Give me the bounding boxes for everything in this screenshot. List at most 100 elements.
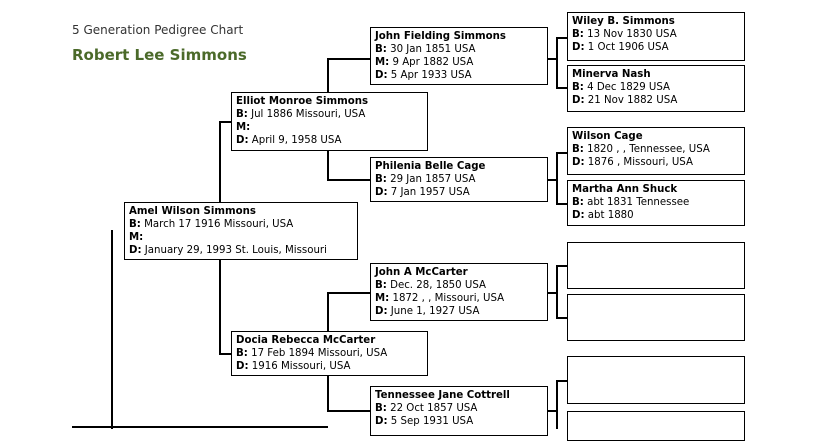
born-label: B: xyxy=(572,82,584,93)
born-label: B: xyxy=(375,280,387,291)
person-name: Philenia Belle Cage xyxy=(375,161,486,172)
married-label: M: xyxy=(375,57,390,68)
connector-line xyxy=(219,121,231,123)
died-value: abt 1880 xyxy=(587,210,634,221)
chart-title: Robert Lee Simmons xyxy=(72,46,247,64)
connector-line xyxy=(556,317,567,319)
person-box-wiley[interactable]: Wiley B. Simmons B: 13 Nov 1830 USA D: 1… xyxy=(567,12,745,61)
person-name: Wiley B. Simmons xyxy=(572,16,675,27)
born-label: B: xyxy=(375,403,387,414)
born-label: B: xyxy=(375,44,387,55)
married-label: M: xyxy=(129,232,144,243)
died-value: 7 Jan 1957 USA xyxy=(390,187,470,198)
person-name: Wilson Cage xyxy=(572,131,643,142)
person-box-john-fielding[interactable]: John Fielding Simmons B: 30 Jan 1851 USA… xyxy=(370,27,548,85)
connector-line xyxy=(548,179,556,181)
person-name: Amel Wilson Simmons xyxy=(129,206,256,217)
connector-line xyxy=(327,151,329,179)
died-label: D: xyxy=(375,70,388,81)
died-label: D: xyxy=(572,157,585,168)
connector-line xyxy=(72,426,328,428)
died-value: 5 Apr 1933 USA xyxy=(390,70,472,81)
connector-line xyxy=(327,292,370,294)
born-value: Dec. 28, 1850 USA xyxy=(390,280,486,291)
connector-line xyxy=(219,121,221,205)
died-label: D: xyxy=(236,135,249,146)
died-label: D: xyxy=(572,95,585,106)
connector-line xyxy=(327,376,329,410)
connector-line xyxy=(556,152,558,203)
born-value: 22 Oct 1857 USA xyxy=(390,403,478,414)
born-value: 13 Nov 1830 USA xyxy=(587,29,677,40)
died-value: June 1, 1927 USA xyxy=(390,306,480,317)
person-box-philenia[interactable]: Philenia Belle Cage B: 29 Jan 1857 USA D… xyxy=(370,157,548,202)
connector-line xyxy=(111,230,113,429)
connector-line xyxy=(548,292,556,294)
died-label: D: xyxy=(375,306,388,317)
connector-line xyxy=(556,380,558,429)
born-value: 30 Jan 1851 USA xyxy=(390,44,476,55)
person-name: John A McCarter xyxy=(375,267,468,278)
married-value: 9 Apr 1882 USA xyxy=(392,57,474,68)
person-box-empty[interactable] xyxy=(567,411,745,441)
died-value: 1916 Missouri, USA xyxy=(251,361,351,372)
died-value: 1 Oct 1906 USA xyxy=(587,42,669,53)
person-box-amel[interactable]: Amel Wilson Simmons B: March 17 1916 Mis… xyxy=(124,202,358,260)
born-label: B: xyxy=(236,109,248,120)
died-label: D: xyxy=(129,245,142,256)
connector-line xyxy=(556,380,567,382)
connector-line xyxy=(327,58,329,93)
born-value: 1820 , , Tennessee, USA xyxy=(587,144,710,155)
person-box-john-mccarter[interactable]: John A McCarter B: Dec. 28, 1850 USA M: … xyxy=(370,263,548,321)
born-value: Jul 1886 Missouri, USA xyxy=(251,109,366,120)
connector-line xyxy=(548,410,556,412)
died-value: 1876 , Missouri, USA xyxy=(587,157,693,168)
born-label: B: xyxy=(236,348,248,359)
connector-line xyxy=(548,58,556,60)
married-label: M: xyxy=(236,122,251,133)
born-value: 29 Jan 1857 USA xyxy=(390,174,476,185)
connector-line xyxy=(556,87,567,89)
person-box-tennessee[interactable]: Tennessee Jane Cottrell B: 22 Oct 1857 U… xyxy=(370,386,548,436)
person-name: John Fielding Simmons xyxy=(375,31,506,42)
person-name: Elliot Monroe Simmons xyxy=(236,96,369,107)
person-name: Minerva Nash xyxy=(572,69,651,80)
person-name: Tennessee Jane Cottrell xyxy=(375,390,510,401)
born-label: B: xyxy=(572,29,584,40)
person-box-empty[interactable] xyxy=(567,242,745,289)
person-name: Martha Ann Shuck xyxy=(572,184,678,195)
born-label: B: xyxy=(572,144,584,155)
died-label: D: xyxy=(236,361,249,372)
connector-line xyxy=(219,353,231,355)
connector-line xyxy=(327,410,370,412)
born-value: 17 Feb 1894 Missouri, USA xyxy=(251,348,388,359)
person-box-minerva[interactable]: Minerva Nash B: 4 Dec 1829 USA D: 21 Nov… xyxy=(567,65,745,112)
person-box-elliot[interactable]: Elliot Monroe Simmons B: Jul 1886 Missou… xyxy=(231,92,428,151)
died-label: D: xyxy=(572,210,585,221)
person-name: Docia Rebecca McCarter xyxy=(236,335,376,346)
died-value: April 9, 1958 USA xyxy=(251,135,342,146)
born-value: abt 1831 Tennessee xyxy=(587,197,690,208)
person-box-martha[interactable]: Martha Ann Shuck B: abt 1831 Tennessee D… xyxy=(567,180,745,226)
connector-line xyxy=(556,152,567,154)
connector-line xyxy=(556,37,558,87)
died-label: D: xyxy=(375,187,388,198)
chart-subtitle: 5 Generation Pedigree Chart xyxy=(72,23,244,37)
married-label: M: xyxy=(375,293,390,304)
connector-line xyxy=(556,203,567,205)
person-box-docia[interactable]: Docia Rebecca McCarter B: 17 Feb 1894 Mi… xyxy=(231,331,428,376)
born-label: B: xyxy=(375,174,387,185)
connector-line xyxy=(327,58,370,60)
connector-line xyxy=(327,179,370,181)
person-box-empty[interactable] xyxy=(567,356,745,404)
connector-line xyxy=(556,37,567,39)
person-box-wilson[interactable]: Wilson Cage B: 1820 , , Tennessee, USA D… xyxy=(567,127,745,175)
born-label: B: xyxy=(572,197,584,208)
died-label: D: xyxy=(375,416,388,427)
person-box-empty[interactable] xyxy=(567,294,745,341)
connector-line xyxy=(327,292,329,332)
died-value: 21 Nov 1882 USA xyxy=(587,95,678,106)
connector-line xyxy=(556,265,558,317)
married-value: 1872 , , Missouri, USA xyxy=(392,293,505,304)
born-value: March 17 1916 Missouri, USA xyxy=(144,219,294,230)
